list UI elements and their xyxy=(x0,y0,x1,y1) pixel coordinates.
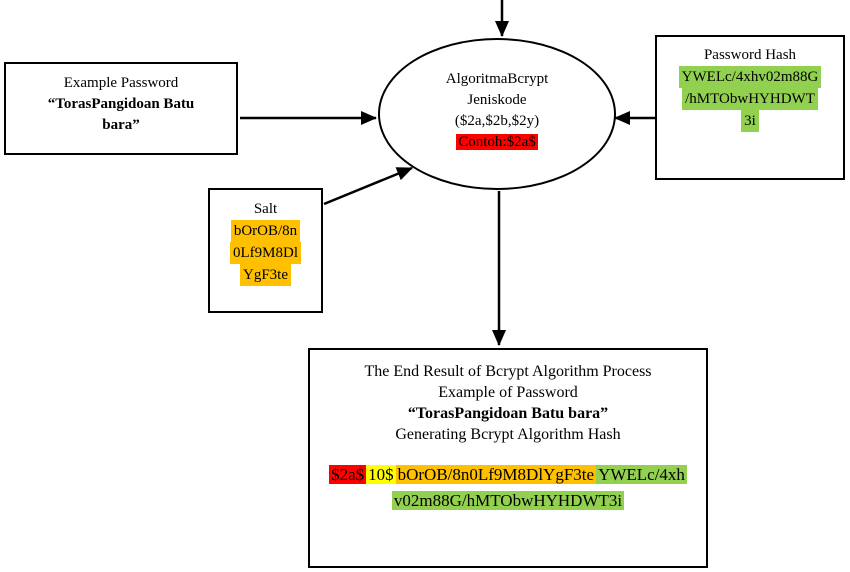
password-hash-line3: 3i xyxy=(741,110,759,132)
process-line2: Jeniskode xyxy=(467,92,527,108)
salt-title: Salt xyxy=(253,201,278,217)
example-password-value-line1: “TorasPangidoan Batu xyxy=(47,96,195,112)
example-password-title: Example Password xyxy=(63,75,179,91)
result-line4: Generating Bcrypt Algorithm Hash xyxy=(395,426,621,443)
process-line1: AlgoritmaBcrypt xyxy=(445,71,549,87)
password-hash-line-row: YWELc/4xhv02m88G xyxy=(657,66,843,88)
password-hash-line-row: /hMTObwHYHDWT xyxy=(657,88,843,110)
result-hash-cost: 10$ xyxy=(366,465,396,484)
example-password-value-line2: bara” xyxy=(102,117,140,133)
password-hash-box: Password Hash YWELc/4xhv02m88G /hMTObwHY… xyxy=(655,35,845,180)
result-box: The End Result of Bcrypt Algorithm Proce… xyxy=(308,348,708,568)
password-hash-line1: YWELc/4xhv02m88G xyxy=(678,66,822,88)
salt-line2: 0Lf9M8Dl xyxy=(230,242,301,264)
salt-line-row: 0Lf9M8Dl xyxy=(210,242,321,264)
salt-line1: bOrOB/8n xyxy=(230,220,301,242)
result-line1: The End Result of Bcrypt Algorithm Proce… xyxy=(364,363,652,380)
example-password-box: Example Password “TorasPangidoan Batu ba… xyxy=(4,62,238,155)
process-example-row: Contoh:$2a$ xyxy=(380,132,614,153)
salt-box: Salt bOrOB/8n 0Lf9M8Dl YgF3te xyxy=(208,188,323,313)
arrow-salt-to-process xyxy=(323,166,413,206)
password-hash-title: Password Hash xyxy=(703,47,797,63)
password-hash-line-row: 3i xyxy=(657,110,843,132)
password-hash-line2: /hMTObwHYHDWT xyxy=(682,88,818,110)
salt-line-row: YgF3te xyxy=(210,264,321,286)
result-line3: “TorasPangidoan Batu bara” xyxy=(407,405,609,422)
bcrypt-process-ellipse: AlgoritmaBcrypt Jeniskode ($2a,$2b,$2y) … xyxy=(378,38,616,190)
result-line2: Example of Password xyxy=(438,384,578,401)
result-hash-part1: YWELc/4xh xyxy=(596,465,687,484)
result-hash-part2: v02m88G/hMTObwHYHDWT3i xyxy=(391,491,625,510)
process-example-highlight: Contoh:$2a$ xyxy=(456,134,538,150)
salt-line-row: bOrOB/8n xyxy=(210,220,321,242)
process-line3: ($2a,$2b,$2y) xyxy=(454,113,540,129)
result-hash-salt: bOrOB/8n0Lf9M8DlYgF3te xyxy=(395,465,597,484)
salt-line3: YgF3te xyxy=(240,264,291,286)
result-hash-prefix: $2a$ xyxy=(329,465,367,484)
